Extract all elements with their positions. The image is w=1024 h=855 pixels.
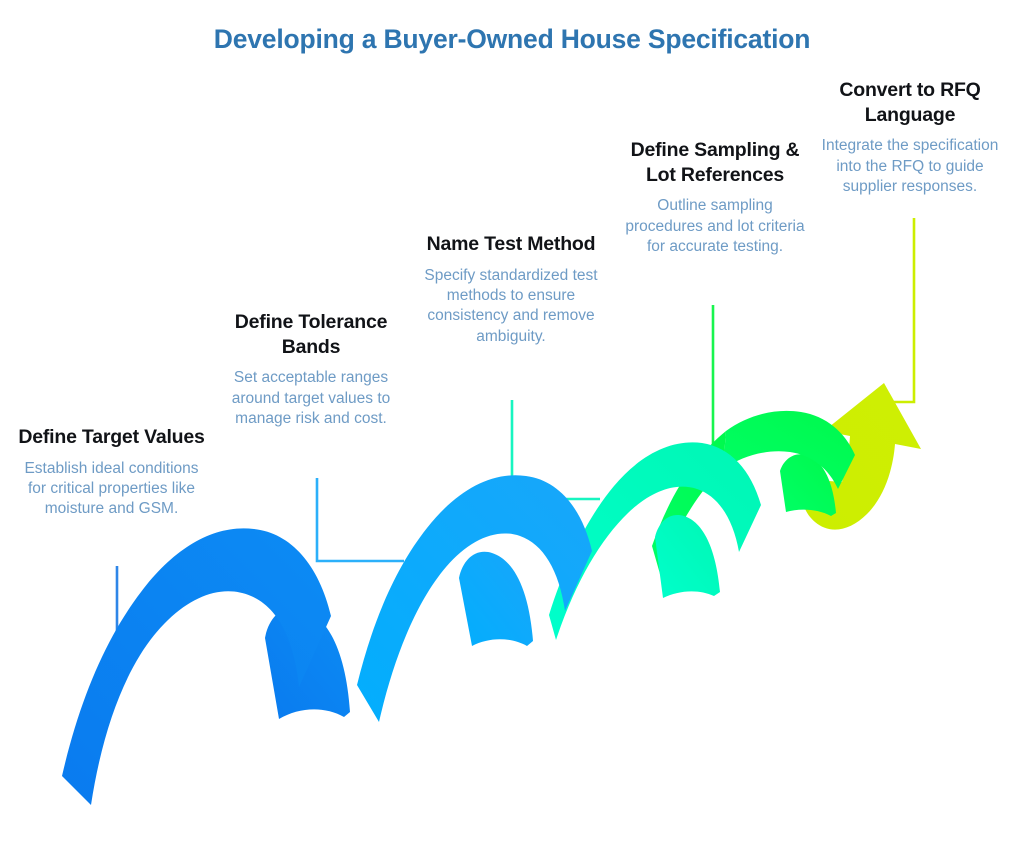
- connector-line-step-2: [315, 478, 404, 563]
- step-title-2: Define Tolerance Bands: [234, 311, 388, 358]
- step-description-1: Establish ideal conditions for critical …: [24, 459, 199, 518]
- ribbon-segment-4: [652, 410, 855, 574]
- step-title-4: Define Sampling & Lot References: [630, 139, 800, 186]
- ribbon-segment-2: [357, 475, 592, 722]
- step-description-3: Specify standardized test methods to ens…: [424, 266, 598, 345]
- ribbon-segment-5-arrow: [801, 383, 921, 530]
- step-title-5: Convert to RFQ Language: [839, 79, 981, 126]
- ribbon-segment-3: [549, 442, 761, 640]
- step-description-4: Outline sampling procedures and lot crit…: [625, 197, 805, 256]
- page-title: Developing a Buyer-Owned House Specifica…: [213, 24, 811, 54]
- connector-line-step-5: [880, 218, 916, 404]
- step-block-5: Convert to RFQ Language Integrate the sp…: [812, 78, 1008, 197]
- ribbon-segment-1: [62, 528, 350, 805]
- step-block-2: Define Tolerance Bands Set acceptable ra…: [213, 310, 409, 429]
- connector-line-step-3: [510, 400, 600, 501]
- step-description-5: Integrate the specification into the RFQ…: [821, 137, 999, 196]
- step-block-4: Define Sampling & Lot References Outline…: [617, 138, 813, 257]
- step-block-1: Define Target Values Establish ideal con…: [14, 425, 209, 520]
- step-title-3: Name Test Method: [426, 233, 596, 255]
- step-description-2: Set acceptable ranges around target valu…: [231, 369, 391, 428]
- step-title-1: Define Target Values: [18, 426, 205, 448]
- step-block-3: Name Test Method Specify standardized te…: [413, 232, 609, 347]
